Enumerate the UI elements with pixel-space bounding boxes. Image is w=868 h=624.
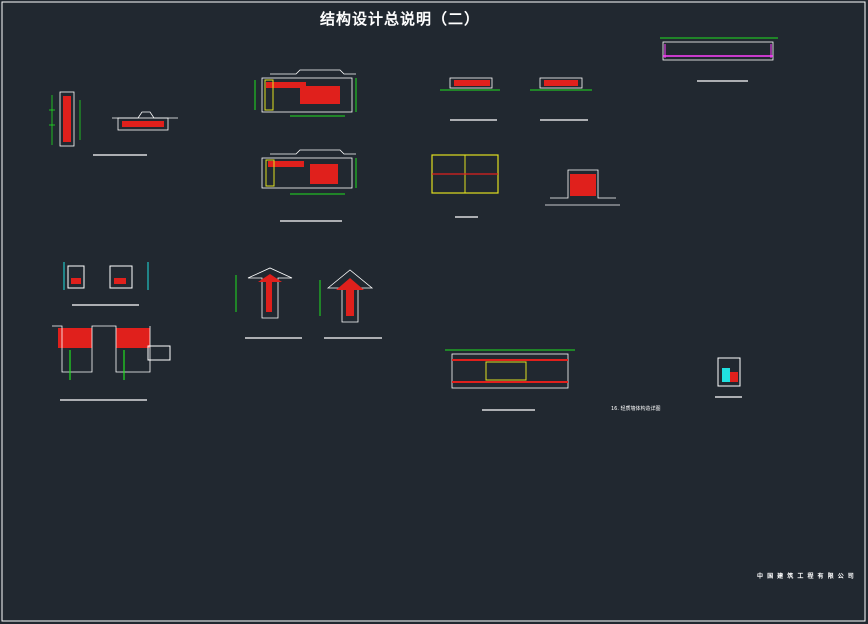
detail-o <box>715 357 742 398</box>
detail-d <box>261 149 357 222</box>
company-name: 中 国 建 筑 工 程 有 限 公 司 <box>757 573 855 580</box>
detail-h <box>431 154 499 218</box>
detail-k <box>52 325 171 401</box>
detail-n <box>445 349 575 411</box>
detail-g <box>660 37 778 82</box>
detail-l <box>235 267 302 339</box>
detail-j <box>63 262 149 306</box>
drawing-title: 结构设计总说明（二） <box>319 10 480 28</box>
detail-b <box>93 111 178 156</box>
detail-e <box>440 77 500 121</box>
detail-m <box>319 269 382 339</box>
detail-c <box>254 69 357 117</box>
detail-note-label: 16. 轻质墙体构造详图 <box>611 406 661 412</box>
detail-f <box>530 77 592 121</box>
detail-a <box>49 91 81 147</box>
detail-i <box>545 169 620 206</box>
